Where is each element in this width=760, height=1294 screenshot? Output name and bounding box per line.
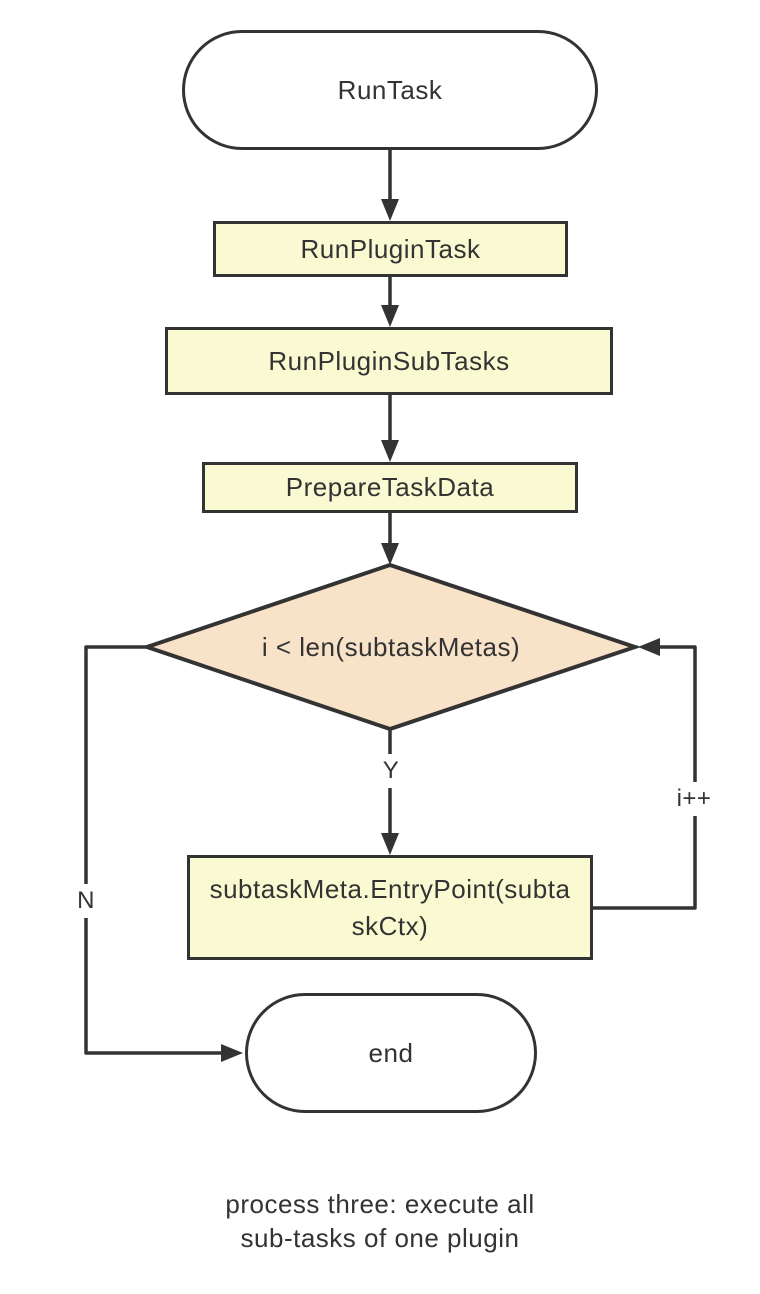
node-start-runtask: RunTask xyxy=(182,30,598,150)
node-run-plugin-task: RunPluginTask xyxy=(213,221,568,277)
edge-entrypoint-increment-to-decision xyxy=(593,645,697,910)
node-prepare-task-data: PrepareTaskData xyxy=(202,462,578,513)
edge-label-no: N xyxy=(71,884,101,918)
diagram-caption-line2: sub-tasks of one plugin xyxy=(240,1223,520,1253)
edge-label-yes: Y xyxy=(376,754,406,788)
diagram-caption: process three: execute all sub-tasks of … xyxy=(0,1187,760,1255)
edge-label-increment: i++ xyxy=(670,782,718,816)
node-end: end xyxy=(245,993,537,1113)
edge-decision-no-to-end xyxy=(84,645,221,1055)
arrowhead-right-icon xyxy=(221,1044,243,1062)
arrowhead-down-icon xyxy=(381,833,399,855)
node-entry-point-label: subtaskMeta.EntryPoint(subtaskCtx) xyxy=(209,873,571,941)
node-end-label: end xyxy=(368,1037,414,1068)
arrowhead-down-icon xyxy=(381,440,399,462)
node-run-plugin-sub-tasks-label: RunPluginSubTasks xyxy=(268,345,510,376)
arrowhead-down-icon xyxy=(381,543,399,565)
arrowhead-down-icon xyxy=(381,305,399,327)
decision-condition-label: i < len(subtaskMetas) xyxy=(261,632,521,662)
node-run-plugin-sub-tasks: RunPluginSubTasks xyxy=(165,327,613,395)
node-run-plugin-task-label: RunPluginTask xyxy=(300,233,481,264)
node-start-label: RunTask xyxy=(337,74,443,105)
arrowhead-left-icon xyxy=(638,638,660,656)
node-entry-point: subtaskMeta.EntryPoint(subtaskCtx) xyxy=(187,855,593,960)
arrowhead-down-icon xyxy=(381,199,399,221)
diagram-caption-line1: process three: execute all xyxy=(225,1189,535,1219)
node-prepare-task-data-label: PrepareTaskData xyxy=(285,472,495,502)
